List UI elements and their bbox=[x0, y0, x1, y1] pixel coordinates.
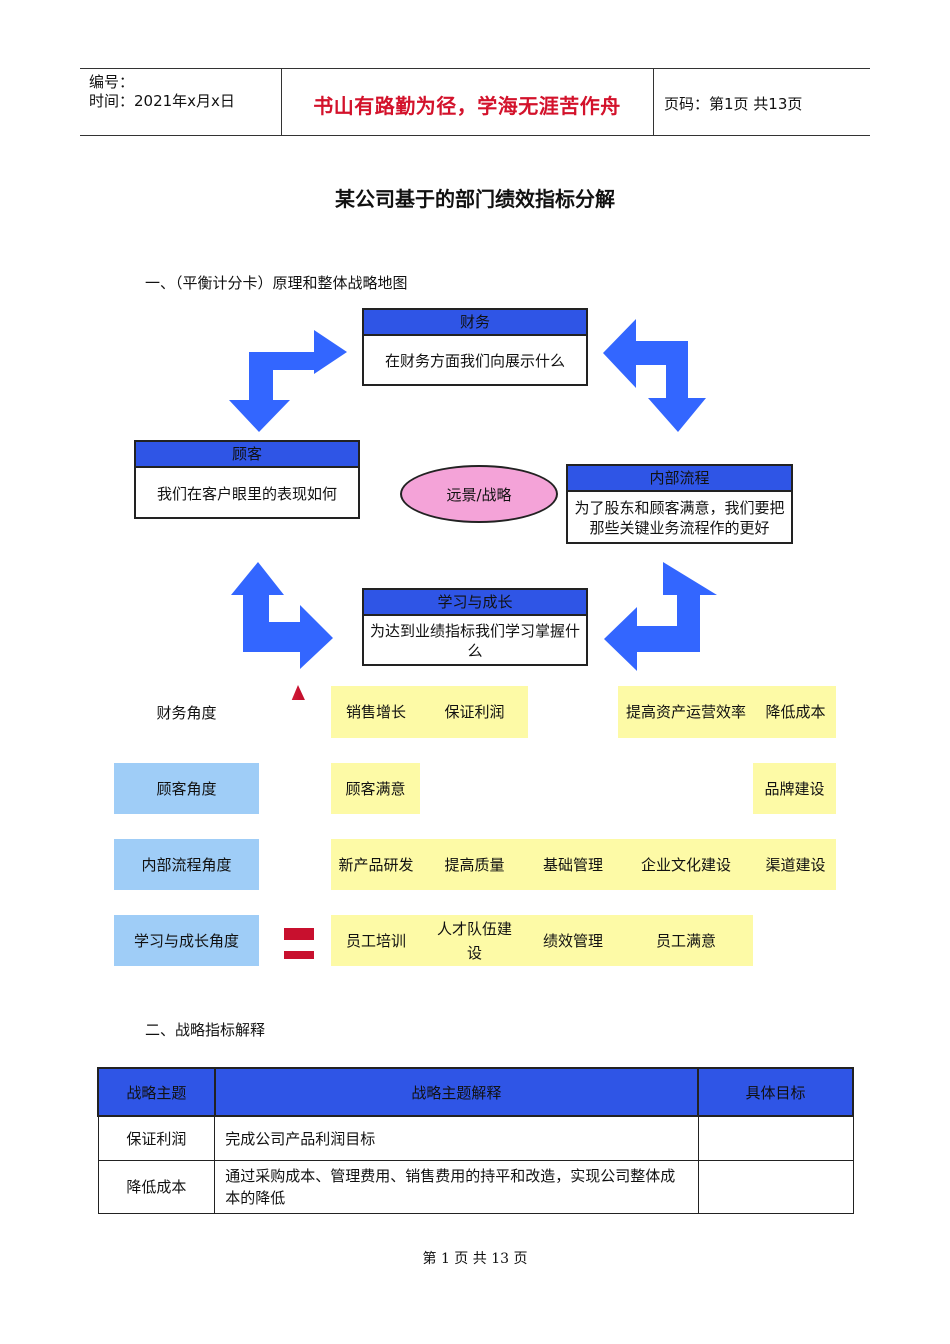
table-row: 保证利润 完成公司产品利润目标 bbox=[97, 1115, 854, 1161]
header-time: 时间：2021年x月x日 bbox=[89, 92, 235, 110]
process-box: 内部流程 为了股东和顾客满意，我们要把那些关键业务流程作的更好 bbox=[566, 464, 793, 544]
strategy-map-arrows bbox=[229, 319, 717, 700]
arrow-customer-to-finance-icon bbox=[229, 330, 347, 432]
header-top-rule bbox=[80, 68, 870, 69]
process-box-body: 为了股东和顾客满意，我们要把那些关键业务流程作的更好 bbox=[574, 499, 785, 537]
header-page-code: 页码：第1页 共13页 bbox=[664, 95, 803, 113]
finance-box-head: 财务 bbox=[364, 310, 586, 336]
cell-brand-building: 品牌建设 bbox=[764, 779, 825, 798]
section-2-heading: 二、战略指标解释 bbox=[145, 1021, 266, 1039]
process-box-head: 内部流程 bbox=[568, 466, 791, 492]
learning-box-body: 为达到业绩指标我们学习掌握什么 bbox=[370, 622, 581, 660]
cell-reduce-cost: 降低成本 bbox=[765, 703, 826, 721]
header-divider-right bbox=[653, 68, 654, 136]
header-bottom-rule bbox=[80, 135, 870, 136]
strategy-table: 战略主题 战略主题解释 具体目标 保证利润 完成公司产品利润目标 降低成本 通过… bbox=[97, 1067, 854, 1214]
cell-talent-team: 人才队伍建设 bbox=[436, 919, 512, 962]
arrow-learning-to-customer-icon bbox=[231, 562, 333, 669]
cell-new-product-rd: 新产品研发 bbox=[338, 855, 414, 874]
red-arrow-dash-2 bbox=[284, 951, 314, 959]
arrow-process-to-learning-icon bbox=[604, 562, 717, 671]
cell-guarantee-profit: 保证利润 bbox=[444, 703, 505, 721]
cell-channel-building: 渠道建设 bbox=[765, 855, 826, 874]
section-1-heading: 一、（平衡计分卡）原理和整体战略地图 bbox=[145, 274, 408, 292]
finance-box-body: 在财务方面我们向展示什么 bbox=[384, 352, 565, 370]
cell-asset-efficiency: 提高资产运营效率 bbox=[625, 703, 746, 721]
cell-corporate-culture: 企业文化建设 bbox=[640, 855, 731, 874]
page-footer: 第 1 页 共 13 页 bbox=[422, 1251, 528, 1267]
learning-row-bg bbox=[331, 915, 753, 966]
table-header-target: 具体目标 bbox=[697, 1067, 854, 1117]
perspective-finance-label: 财务角度 bbox=[156, 703, 217, 722]
red-arrow-dash-1 bbox=[284, 928, 314, 940]
cell-employee-training: 员工培训 bbox=[345, 931, 406, 950]
header-motto: 书山有路勤为径，学海无涯苦作舟 bbox=[313, 94, 621, 118]
customer-row-bg-right bbox=[753, 763, 836, 814]
customer-box-body: 我们在客户眼里的表现如何 bbox=[156, 484, 337, 503]
header-divider-left bbox=[281, 68, 282, 136]
table-cell-target bbox=[697, 1159, 854, 1214]
table-cell-theme: 保证利润 bbox=[97, 1115, 216, 1161]
cell-improve-quality: 提高质量 bbox=[444, 855, 505, 874]
table-cell-target bbox=[697, 1115, 854, 1161]
perspective-learning-label: 学习与成长角度 bbox=[114, 915, 259, 966]
cell-employee-satisfaction: 员工满意 bbox=[655, 931, 716, 950]
finance-row-bg-right bbox=[618, 686, 836, 738]
cell-performance-management: 绩效管理 bbox=[542, 931, 603, 950]
header-number: 编号： bbox=[89, 73, 135, 91]
vision-strategy-ellipse: 远景/战略 bbox=[400, 465, 558, 523]
cell-basic-management: 基础管理 bbox=[542, 855, 603, 874]
table-header-explanation: 战略主题解释 bbox=[213, 1067, 700, 1117]
learning-box: 学习与成长 为达到业绩指标我们学习掌握什么 bbox=[362, 588, 588, 666]
page-title: 某公司基于的部门绩效指标分解 bbox=[335, 187, 615, 211]
customer-box: 顾客 我们在客户眼里的表现如何 bbox=[134, 440, 360, 519]
big-red-up-arrow-icon bbox=[291, 685, 305, 700]
customer-row-bg-left bbox=[331, 763, 420, 814]
learning-box-head: 学习与成长 bbox=[364, 590, 586, 616]
finance-row-bg-left bbox=[331, 686, 528, 738]
perspective-process-label: 内部流程角度 bbox=[114, 839, 259, 890]
table-cell-explanation: 完成公司产品利润目标 bbox=[214, 1115, 699, 1161]
perspective-customer-label: 顾客角度 bbox=[114, 763, 259, 814]
cell-sales-growth: 销售增长 bbox=[345, 703, 406, 721]
table-cell-theme: 降低成本 bbox=[97, 1159, 216, 1214]
finance-box: 财务 在财务方面我们向展示什么 bbox=[362, 308, 588, 386]
customer-box-head: 顾客 bbox=[136, 442, 358, 468]
table-header-theme: 战略主题 bbox=[97, 1067, 216, 1117]
table-cell-explanation: 通过采购成本、管理费用、销售费用的持平和改造，实现公司整体成本的降低 bbox=[214, 1159, 699, 1214]
process-row-bg bbox=[331, 839, 836, 890]
arrow-finance-to-process-icon bbox=[603, 319, 706, 432]
table-row: 降低成本 通过采购成本、管理费用、销售费用的持平和改造，实现公司整体成本的降低 bbox=[97, 1159, 854, 1214]
cell-customer-satisfaction: 顾客满意 bbox=[345, 779, 406, 798]
